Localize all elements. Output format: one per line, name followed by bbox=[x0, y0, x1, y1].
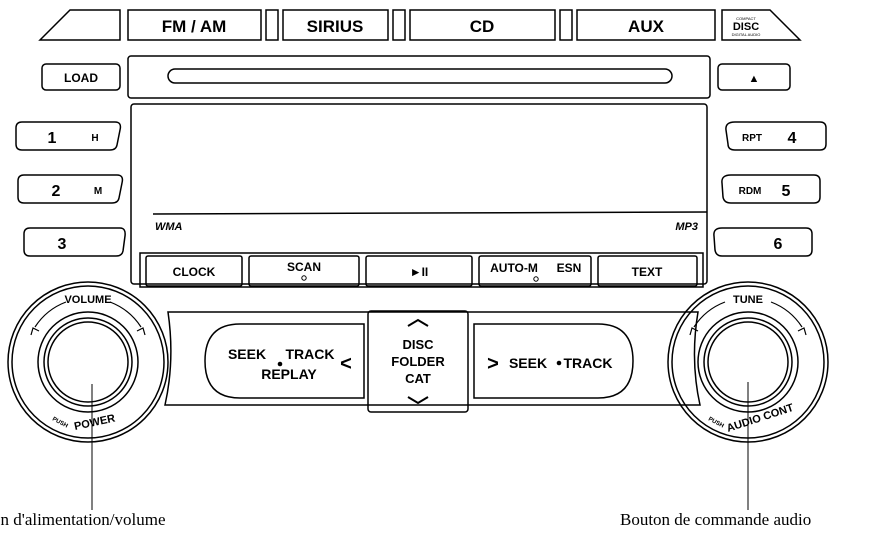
scan-button[interactable] bbox=[248, 255, 360, 287]
esn-label: ESN bbox=[557, 261, 582, 275]
auto-m-esn-button[interactable] bbox=[478, 255, 592, 287]
text-label: TEXT bbox=[632, 265, 663, 279]
volume-arc-right bbox=[109, 301, 142, 328]
eject-icon: ▲ bbox=[749, 73, 760, 85]
volume-push-label: PUSH bbox=[51, 416, 69, 429]
preset-button-3[interactable] bbox=[23, 227, 126, 257]
preset-4-sub: RPT bbox=[742, 133, 762, 144]
replay-label: REPLAY bbox=[261, 366, 317, 382]
tune-arrow-left-icon bbox=[689, 327, 699, 336]
folder-label: FOLDER bbox=[391, 354, 445, 369]
scan-indicator-dot bbox=[301, 275, 307, 281]
blank-tab-left[interactable] bbox=[38, 9, 121, 41]
preset-1-number: 1 bbox=[48, 130, 57, 147]
preset-5-number: 5 bbox=[782, 183, 791, 200]
seek-right-label: SEEK bbox=[509, 355, 547, 371]
clock-label: CLOCK bbox=[173, 265, 216, 279]
tune-arc-left bbox=[693, 301, 726, 328]
play-pause-icon: ►II bbox=[410, 265, 429, 279]
chevron-left-icon: < bbox=[340, 353, 352, 375]
disc-slot bbox=[167, 68, 673, 84]
volume-label: VOLUME bbox=[64, 294, 111, 306]
volume-power-knob[interactable] bbox=[7, 281, 169, 443]
scan-label: SCAN bbox=[287, 260, 321, 274]
seek-track-replay-left-button[interactable] bbox=[204, 323, 365, 399]
chevron-down-icon[interactable] bbox=[407, 396, 429, 405]
preset-button-5[interactable] bbox=[721, 174, 821, 204]
auto-m-indicator-dot bbox=[533, 276, 539, 282]
fm-am-label: FM / AM bbox=[162, 17, 227, 36]
clock-button[interactable] bbox=[145, 255, 243, 287]
volume-arc-left bbox=[34, 301, 67, 328]
compact-disc-logo: COMPACT DISC DIGITAL AUDIO bbox=[732, 16, 761, 37]
sirius-button[interactable] bbox=[282, 9, 389, 41]
preset-button-6[interactable] bbox=[713, 227, 813, 257]
mp3-indicator: MP3 bbox=[675, 221, 698, 233]
cd-button[interactable] bbox=[409, 9, 556, 41]
seek-left-dot bbox=[277, 361, 283, 367]
disc-folder-cat-button[interactable] bbox=[367, 310, 469, 413]
callout-power-volume: on d'alimentation/volume bbox=[0, 510, 166, 529]
tune-label: TUNE bbox=[733, 294, 763, 306]
chevron-up-icon[interactable] bbox=[407, 318, 429, 327]
load-label: LOAD bbox=[64, 71, 98, 85]
display-frame bbox=[130, 103, 708, 285]
preset-button-4[interactable] bbox=[725, 121, 827, 151]
svg-text:COMPACT: COMPACT bbox=[736, 16, 756, 21]
tab-spacer-2 bbox=[392, 9, 406, 41]
cat-label: CAT bbox=[405, 371, 431, 386]
volume-arrow-left-icon bbox=[30, 327, 40, 336]
preset-6-number: 6 bbox=[774, 236, 783, 253]
chevron-right-icon: > bbox=[487, 353, 499, 375]
tab-spacer-3 bbox=[559, 9, 573, 41]
preset-button-2[interactable] bbox=[17, 174, 124, 204]
preset-button-1[interactable] bbox=[15, 121, 122, 151]
seek-left-label: SEEK bbox=[228, 346, 266, 362]
preset-5-sub: RDM bbox=[739, 186, 762, 197]
cd-label: CD bbox=[470, 17, 495, 36]
function-button-strip bbox=[139, 252, 704, 288]
track-right-label: TRACK bbox=[564, 355, 613, 371]
wma-indicator: WMA bbox=[155, 221, 183, 233]
faceplate-slot-surround bbox=[127, 55, 711, 99]
seek-track-right-button[interactable] bbox=[473, 323, 634, 399]
aux-label: AUX bbox=[628, 17, 665, 36]
preset-2-sub: M bbox=[94, 186, 102, 197]
seek-right-dot bbox=[556, 360, 562, 366]
disc-label: DISC bbox=[402, 337, 434, 352]
preset-4-number: 4 bbox=[788, 130, 797, 147]
aux-button[interactable] bbox=[576, 9, 716, 41]
track-left-label: TRACK bbox=[286, 346, 335, 362]
audio-cont-label: AUDIO CONT bbox=[725, 402, 795, 435]
disc-logo-tab bbox=[721, 9, 802, 41]
svg-text:DISC: DISC bbox=[733, 21, 759, 33]
preset-2-number: 2 bbox=[52, 183, 61, 200]
display-divider bbox=[152, 211, 708, 215]
load-button[interactable] bbox=[41, 63, 121, 91]
auto-m-label: AUTO-M bbox=[490, 261, 538, 275]
tune-arrow-right-icon bbox=[797, 327, 807, 336]
lower-center-panel bbox=[164, 311, 701, 406]
play-pause-button[interactable] bbox=[365, 255, 473, 287]
tune-arc-right bbox=[770, 301, 803, 328]
fm-am-button[interactable] bbox=[127, 9, 262, 41]
callout-audio-control: Bouton de commande audio bbox=[620, 510, 812, 529]
preset-3-number: 3 bbox=[58, 236, 67, 253]
volume-arrow-right-icon bbox=[136, 327, 146, 336]
eject-button[interactable] bbox=[717, 63, 791, 91]
power-label: POWER bbox=[73, 413, 116, 433]
svg-text:DIGITAL AUDIO: DIGITAL AUDIO bbox=[732, 32, 761, 37]
sirius-label: SIRIUS bbox=[307, 17, 364, 36]
tab-spacer-1 bbox=[265, 9, 279, 41]
text-button[interactable] bbox=[597, 255, 698, 287]
preset-1-sub: H bbox=[91, 133, 98, 144]
